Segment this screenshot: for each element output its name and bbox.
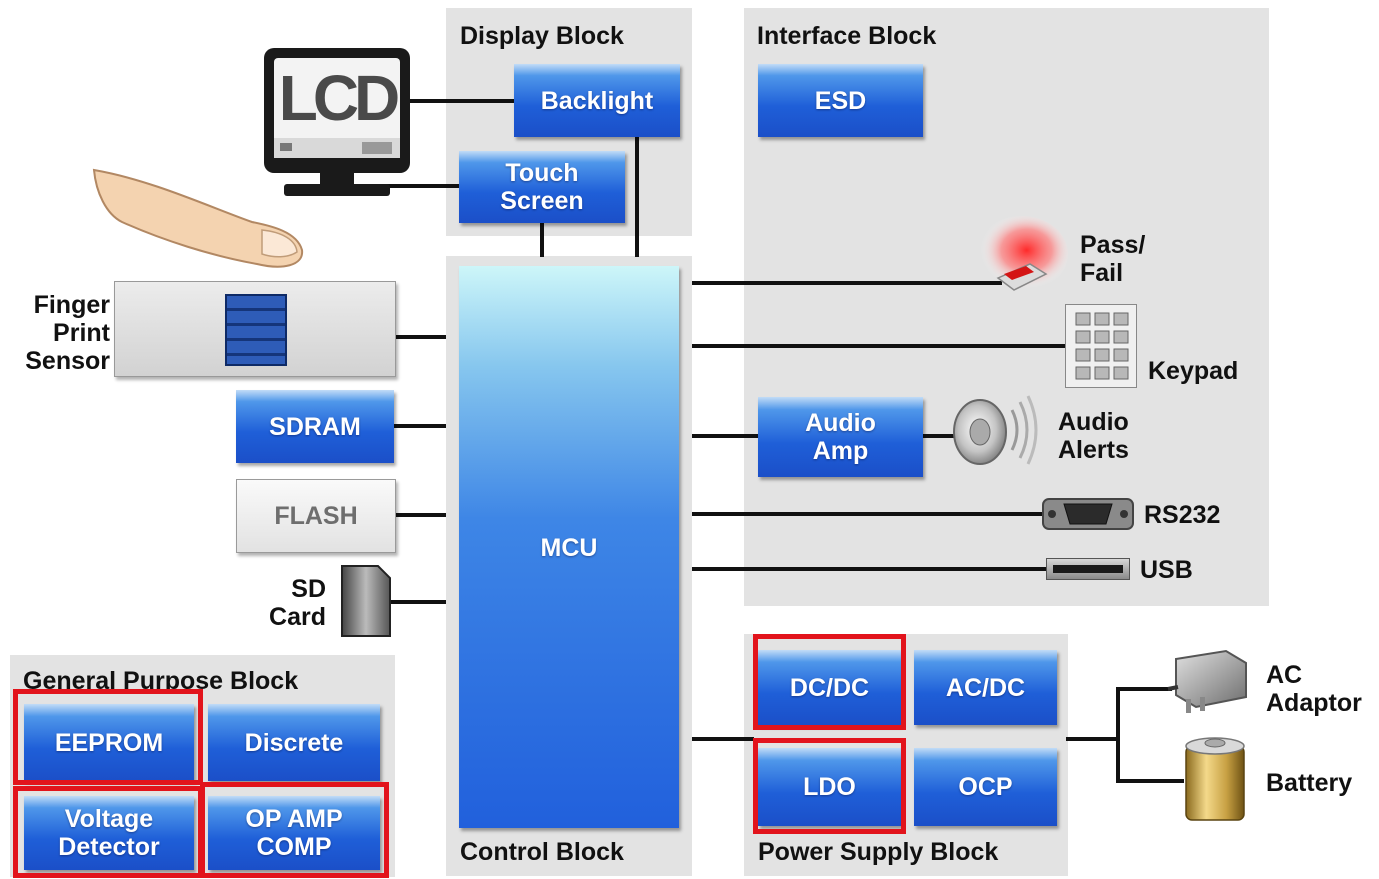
mcu-keypad-line bbox=[692, 344, 1066, 348]
finger-icon bbox=[92, 160, 312, 275]
op-amp-comp-block: OP AMP COMP bbox=[208, 796, 380, 870]
power-ext-vertical bbox=[1116, 687, 1120, 783]
speaker-icon bbox=[952, 388, 1042, 468]
eeprom-block: EEPROM bbox=[24, 704, 194, 781]
finger-print-sensor-label: Finger Print Sensor bbox=[25, 291, 110, 375]
mcu-power-line bbox=[692, 737, 754, 741]
sensor-pad-icon bbox=[225, 294, 287, 366]
backlight-block: Backlight bbox=[514, 64, 680, 137]
mcu-passfail-line bbox=[692, 281, 1002, 285]
usb-connector-icon bbox=[1046, 558, 1130, 580]
pass-fail-led-icon bbox=[968, 212, 1068, 304]
esd-block: ESD bbox=[758, 64, 923, 137]
lcd-label: LCD bbox=[278, 62, 401, 134]
discrete-block: Discrete bbox=[208, 704, 380, 781]
display-block-title: Display Block bbox=[460, 22, 624, 50]
power-adaptor-line bbox=[1116, 687, 1172, 691]
pass-fail-label: Pass/ Fail bbox=[1080, 231, 1146, 287]
lcd-touch-line bbox=[350, 184, 460, 188]
keypad-label: Keypad bbox=[1148, 357, 1239, 385]
keypad-icon bbox=[1065, 304, 1137, 388]
sdram-mcu-line bbox=[394, 424, 446, 428]
ac-adaptor-icon bbox=[1166, 645, 1250, 717]
ldo-block: LDO bbox=[758, 748, 901, 826]
power-ext-line bbox=[1066, 737, 1118, 741]
control-block-title: Control Block bbox=[460, 838, 624, 866]
interface-block-title: Interface Block bbox=[757, 22, 937, 50]
dcdc-block: DC/DC bbox=[758, 650, 901, 725]
audioamp-speaker-line bbox=[922, 434, 956, 438]
sd-card-label: SD Card bbox=[269, 575, 326, 631]
power-battery-line bbox=[1116, 779, 1184, 783]
lcd-monitor-icon: LCD bbox=[262, 46, 412, 201]
sdcard-mcu-line bbox=[390, 600, 446, 604]
touch-screen-block: Touch Screen bbox=[459, 151, 625, 223]
mcu-block: MCU bbox=[459, 266, 679, 828]
backlight-mcu-line bbox=[635, 137, 639, 257]
mcu-audioamp-line bbox=[692, 434, 758, 438]
mcu-rs232-line bbox=[692, 512, 1046, 516]
voltage-detector-block: Voltage Detector bbox=[24, 796, 194, 870]
battery-label: Battery bbox=[1266, 769, 1353, 797]
general-purpose-block-title: General Purpose Block bbox=[23, 667, 299, 695]
rs232-label: RS232 bbox=[1144, 501, 1221, 529]
power-supply-block-title: Power Supply Block bbox=[758, 838, 999, 866]
sdram-block: SDRAM bbox=[236, 390, 394, 463]
usb-label: USB bbox=[1140, 556, 1193, 584]
fingerprint-mcu-line bbox=[394, 335, 446, 339]
audio-amp-block: Audio Amp bbox=[758, 397, 923, 477]
battery-icon bbox=[1182, 734, 1248, 824]
flash-mcu-line bbox=[394, 513, 446, 517]
rs232-connector-icon bbox=[1042, 496, 1134, 532]
touch-mcu-line bbox=[540, 223, 544, 257]
sd-card-icon bbox=[334, 564, 392, 638]
acdc-block: AC/DC bbox=[914, 650, 1057, 725]
audio-alerts-label: Audio Alerts bbox=[1058, 408, 1129, 464]
ac-adaptor-label: AC Adaptor bbox=[1266, 661, 1362, 717]
mcu-usb-line bbox=[692, 567, 1048, 571]
lcd-backlight-line bbox=[408, 99, 516, 103]
ocp-block: OCP bbox=[914, 748, 1057, 826]
finger-print-sensor-box bbox=[114, 281, 396, 377]
flash-block: FLASH bbox=[236, 479, 396, 553]
